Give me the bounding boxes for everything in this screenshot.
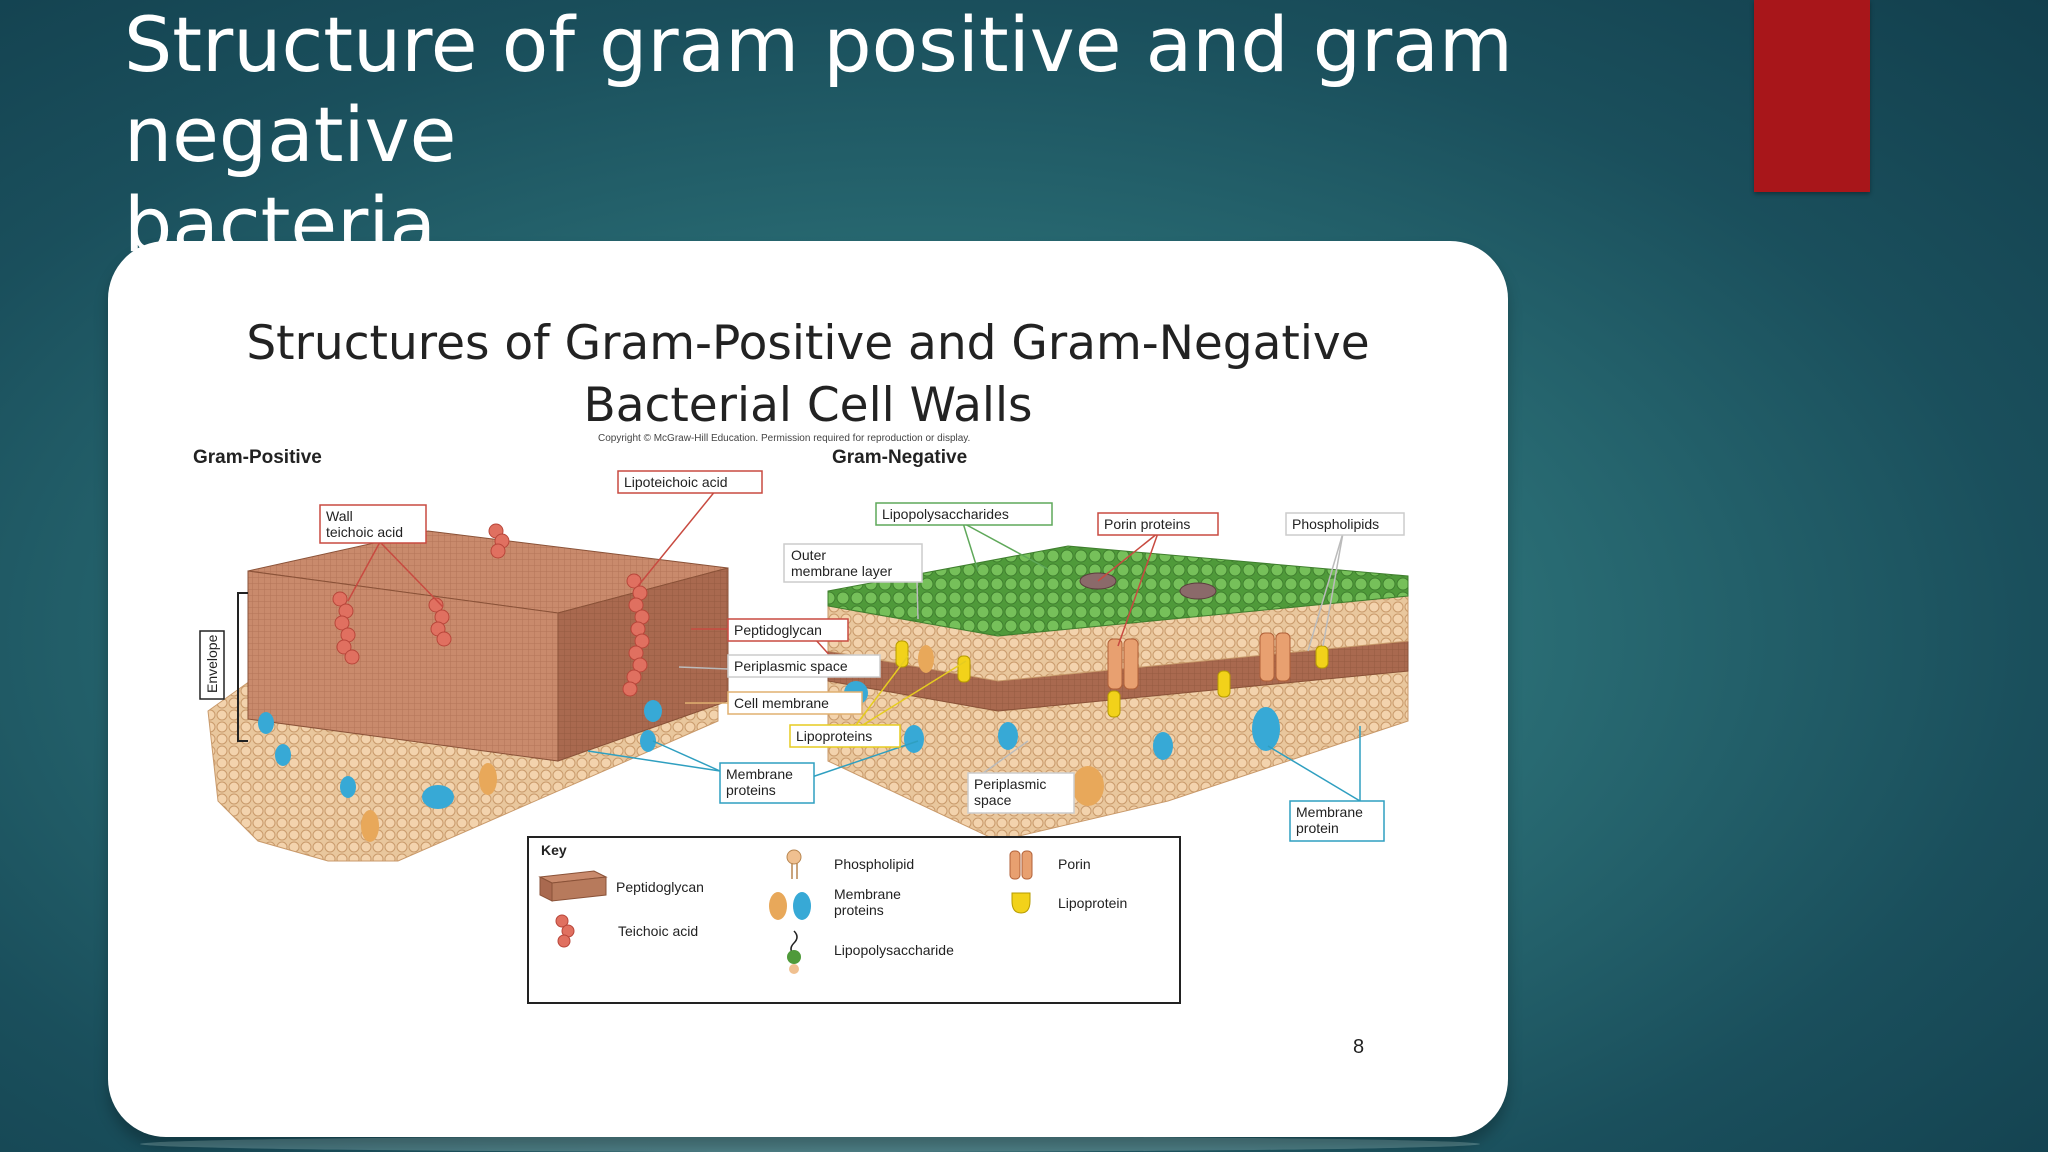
teichoic-acid-chains [332,523,650,697]
label-outer-membrane-line-1: Outer [791,547,826,563]
label-outer-membrane-layer: Outer membrane layer [783,543,923,583]
key-lipoprotein-text: Lipoprotein [1058,895,1127,911]
label-peptidoglycan: Peptidoglycan [727,618,849,642]
diagram-title: Structures of Gram-Positive and Gram-Neg… [168,313,1448,437]
label-cell-membrane-text: Cell membrane [734,695,829,711]
copyright-notice: Copyright © McGraw-Hill Education. Permi… [598,433,971,444]
key-teichoic-acid-text: Teichoic acid [618,923,698,939]
key-phospholipid-text: Phospholipid [834,856,914,872]
label-porin-proteins: Porin proteins [1097,512,1219,536]
label-membrane-proteins: Membrane proteins [719,762,815,804]
label-periplasmic-space-right: Periplasmic space [967,772,1075,814]
key-membrane-proteins-line-1: Membrane [834,886,901,902]
label-phospholipids: Phospholipids [1285,512,1405,536]
gram-negative-wall [827,545,1409,842]
label-cell-membrane: Cell membrane [727,691,863,715]
label-lipopolysaccharides: Lipopolysaccharides [875,502,1053,526]
label-membrane-protein: Membrane protein [1289,800,1385,842]
label-lipoproteins-text: Lipoproteins [796,728,872,744]
label-lipoteichoic-acid: Lipoteichoic acid [617,470,763,494]
key-lipoprotein: Lipoprotein [1011,892,1127,914]
page-number: 8 [1353,1036,1365,1058]
cell-wall-diagram: Envelope [199,470,1409,1004]
slide-title-line-1: Structure of gram positive and gram nega… [124,0,1513,179]
label-lipoproteins: Lipoproteins [789,724,901,748]
gn-porins [1079,572,1291,690]
label-wall-teichoic-acid: Wall teichoic acid [319,504,427,544]
envelope-label: Envelope [204,634,220,693]
label-membrane-protein-line-1: Membrane [1296,804,1363,820]
card-reflection [140,1136,1480,1152]
label-periplasmic-line-1: Periplasmic [974,776,1046,792]
key-porin-text: Porin [1058,856,1091,872]
key-phospholipid: Phospholipid [786,849,914,879]
key-membrane-proteins-line-2: proteins [834,902,884,918]
slide-title: Structure of gram positive and gram nega… [124,0,1724,270]
envelope-bracket [237,592,248,742]
gram-positive-heading: Gram-Positive [193,447,322,468]
accent-bar [1754,0,1870,192]
label-lipopolysaccharides-text: Lipopolysaccharides [882,506,1009,522]
label-wall-teichoic-line-2: teichoic acid [326,524,403,540]
diagram-title-line-2: Bacterial Cell Walls [583,378,1033,433]
label-periplasmic-line-2: space [974,792,1012,808]
label-periplasmic-space-center: Periplasmic space [727,654,881,678]
key-title: Key [541,842,567,858]
label-membrane-proteins-line-2: proteins [726,782,776,798]
key-peptidoglycan: Peptidoglycan [538,870,704,902]
label-porin-proteins-text: Porin proteins [1104,516,1190,532]
diagram-key: Key Peptidoglycan Teichoic acid Phosphol… [527,836,1181,1004]
key-teichoic-acid: Teichoic acid [555,914,698,948]
gram-negative-heading: Gram-Negative [832,447,968,468]
label-membrane-protein-line-2: protein [1296,820,1339,836]
gp-membrane-proteins [258,700,662,842]
key-peptidoglycan-text: Peptidoglycan [616,879,704,895]
leader-lines [347,489,1361,802]
label-phospholipids-text: Phospholipids [1292,516,1379,532]
key-lipopolysaccharide: Lipopolysaccharide [787,930,954,974]
label-peptidoglycan-text: Peptidoglycan [734,622,822,638]
gram-positive-wall: Envelope [199,523,729,862]
key-lipopolysaccharide-text: Lipopolysaccharide [834,942,954,958]
label-lipoteichoic-text: Lipoteichoic acid [624,474,728,490]
label-periplasmic-space-text: Periplasmic space [734,658,848,674]
diagram-card: Structures of Gram-Positive and Gram-Neg… [108,241,1508,1137]
label-membrane-proteins-line-1: Membrane [726,766,793,782]
key-membrane-proteins: Membrane proteins [769,886,901,920]
label-wall-teichoic-line-1: Wall [326,508,353,524]
gn-lipopolysaccharide-surface [827,545,1409,637]
diagram-title-line-1: Structures of Gram-Positive and Gram-Neg… [246,316,1370,371]
label-outer-membrane-line-2: membrane layer [791,563,892,579]
key-porin: Porin [1009,850,1091,880]
